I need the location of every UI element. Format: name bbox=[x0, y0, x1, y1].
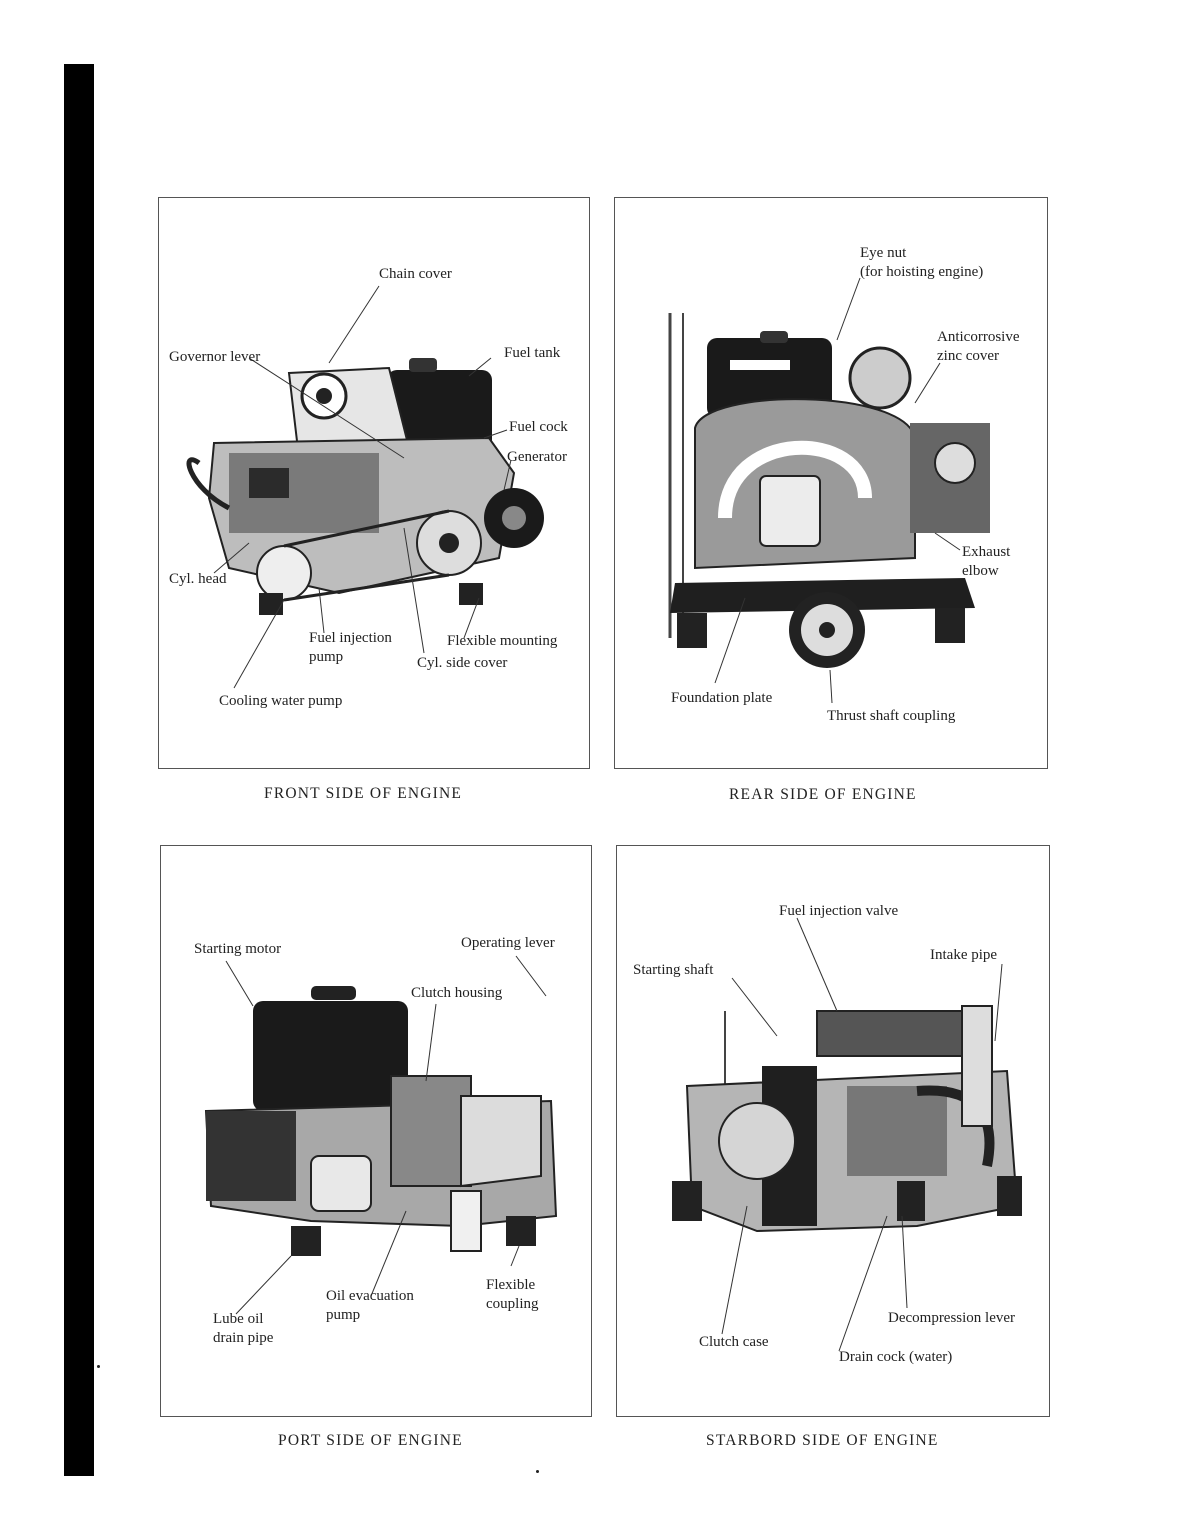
caption-starboard-side: STARBORD SIDE OF ENGINE bbox=[706, 1432, 939, 1449]
label-fuel-cock: Fuel cock bbox=[509, 419, 568, 435]
label-oil-evacuation-pump: Oil evacuation pump bbox=[326, 1288, 414, 1323]
label-exhaust-elbow: Exhaust elbow bbox=[962, 544, 1011, 579]
label-fuel-injection-pump: Fuel injection pump bbox=[309, 630, 392, 665]
front-side-panel: Chain cover Governor lever Fuel tank Fue… bbox=[158, 197, 590, 769]
front-engine-illustration bbox=[186, 285, 544, 689]
label-intake-pipe: Intake pipe bbox=[930, 947, 998, 963]
label-fuel-tank: Fuel tank bbox=[504, 345, 561, 361]
label-starting-motor: Starting motor bbox=[194, 941, 282, 957]
caption-front-side: FRONT SIDE OF ENGINE bbox=[264, 785, 463, 802]
speck-mark bbox=[536, 1470, 539, 1473]
label-flexible-coupling: Flexible coupling bbox=[486, 1277, 539, 1312]
label-clutch-housing: Clutch housing bbox=[411, 985, 503, 1001]
rear-side-panel: Eye nut (for hoisting engine) Anticorros… bbox=[614, 197, 1048, 769]
label-operating-lever: Operating lever bbox=[461, 935, 555, 951]
label-clutch-case: Clutch case bbox=[699, 1334, 769, 1350]
label-cyl-head: Cyl. head bbox=[169, 571, 227, 587]
caption-rear-side: REAR SIDE OF ENGINE bbox=[729, 786, 917, 803]
label-fuel-injection-valve: Fuel injection valve bbox=[779, 903, 899, 919]
port-engine-illustration bbox=[204, 955, 558, 1315]
caption-port-side: PORT SIDE OF ENGINE bbox=[278, 1432, 463, 1449]
label-cyl-side-cover: Cyl. side cover bbox=[417, 655, 508, 671]
label-governor-lever: Governor lever bbox=[169, 349, 261, 365]
starboard-engine-illustration bbox=[672, 917, 1022, 1352]
starboard-side-panel: Fuel injection valve Intake pipe Startin… bbox=[616, 845, 1050, 1417]
rear-engine-illustration bbox=[668, 277, 990, 704]
label-anticorrosive-zinc-cover: Anticorrosive zinc cover bbox=[937, 329, 1020, 364]
label-generator: Generator bbox=[507, 449, 567, 465]
port-side-panel: Starting motor Operating lever Clutch ho… bbox=[160, 845, 592, 1417]
label-foundation-plate: Foundation plate bbox=[671, 690, 773, 706]
label-cooling-water-pump: Cooling water pump bbox=[219, 693, 343, 709]
label-lube-oil-drain-pipe: Lube oil drain pipe bbox=[213, 1311, 274, 1346]
label-flexible-mounting: Flexible mounting bbox=[447, 633, 558, 649]
label-eye-nut: Eye nut (for hoisting engine) bbox=[860, 245, 984, 280]
label-decompression-lever: Decompression lever bbox=[888, 1310, 1016, 1326]
speck-mark bbox=[97, 1365, 100, 1368]
label-thrust-shaft-coupling: Thrust shaft coupling bbox=[827, 708, 956, 724]
label-starting-shaft: Starting shaft bbox=[633, 962, 714, 978]
label-drain-cock-water: Drain cock (water) bbox=[839, 1349, 953, 1365]
label-chain-cover: Chain cover bbox=[379, 266, 452, 282]
binding-edge bbox=[64, 64, 94, 1476]
